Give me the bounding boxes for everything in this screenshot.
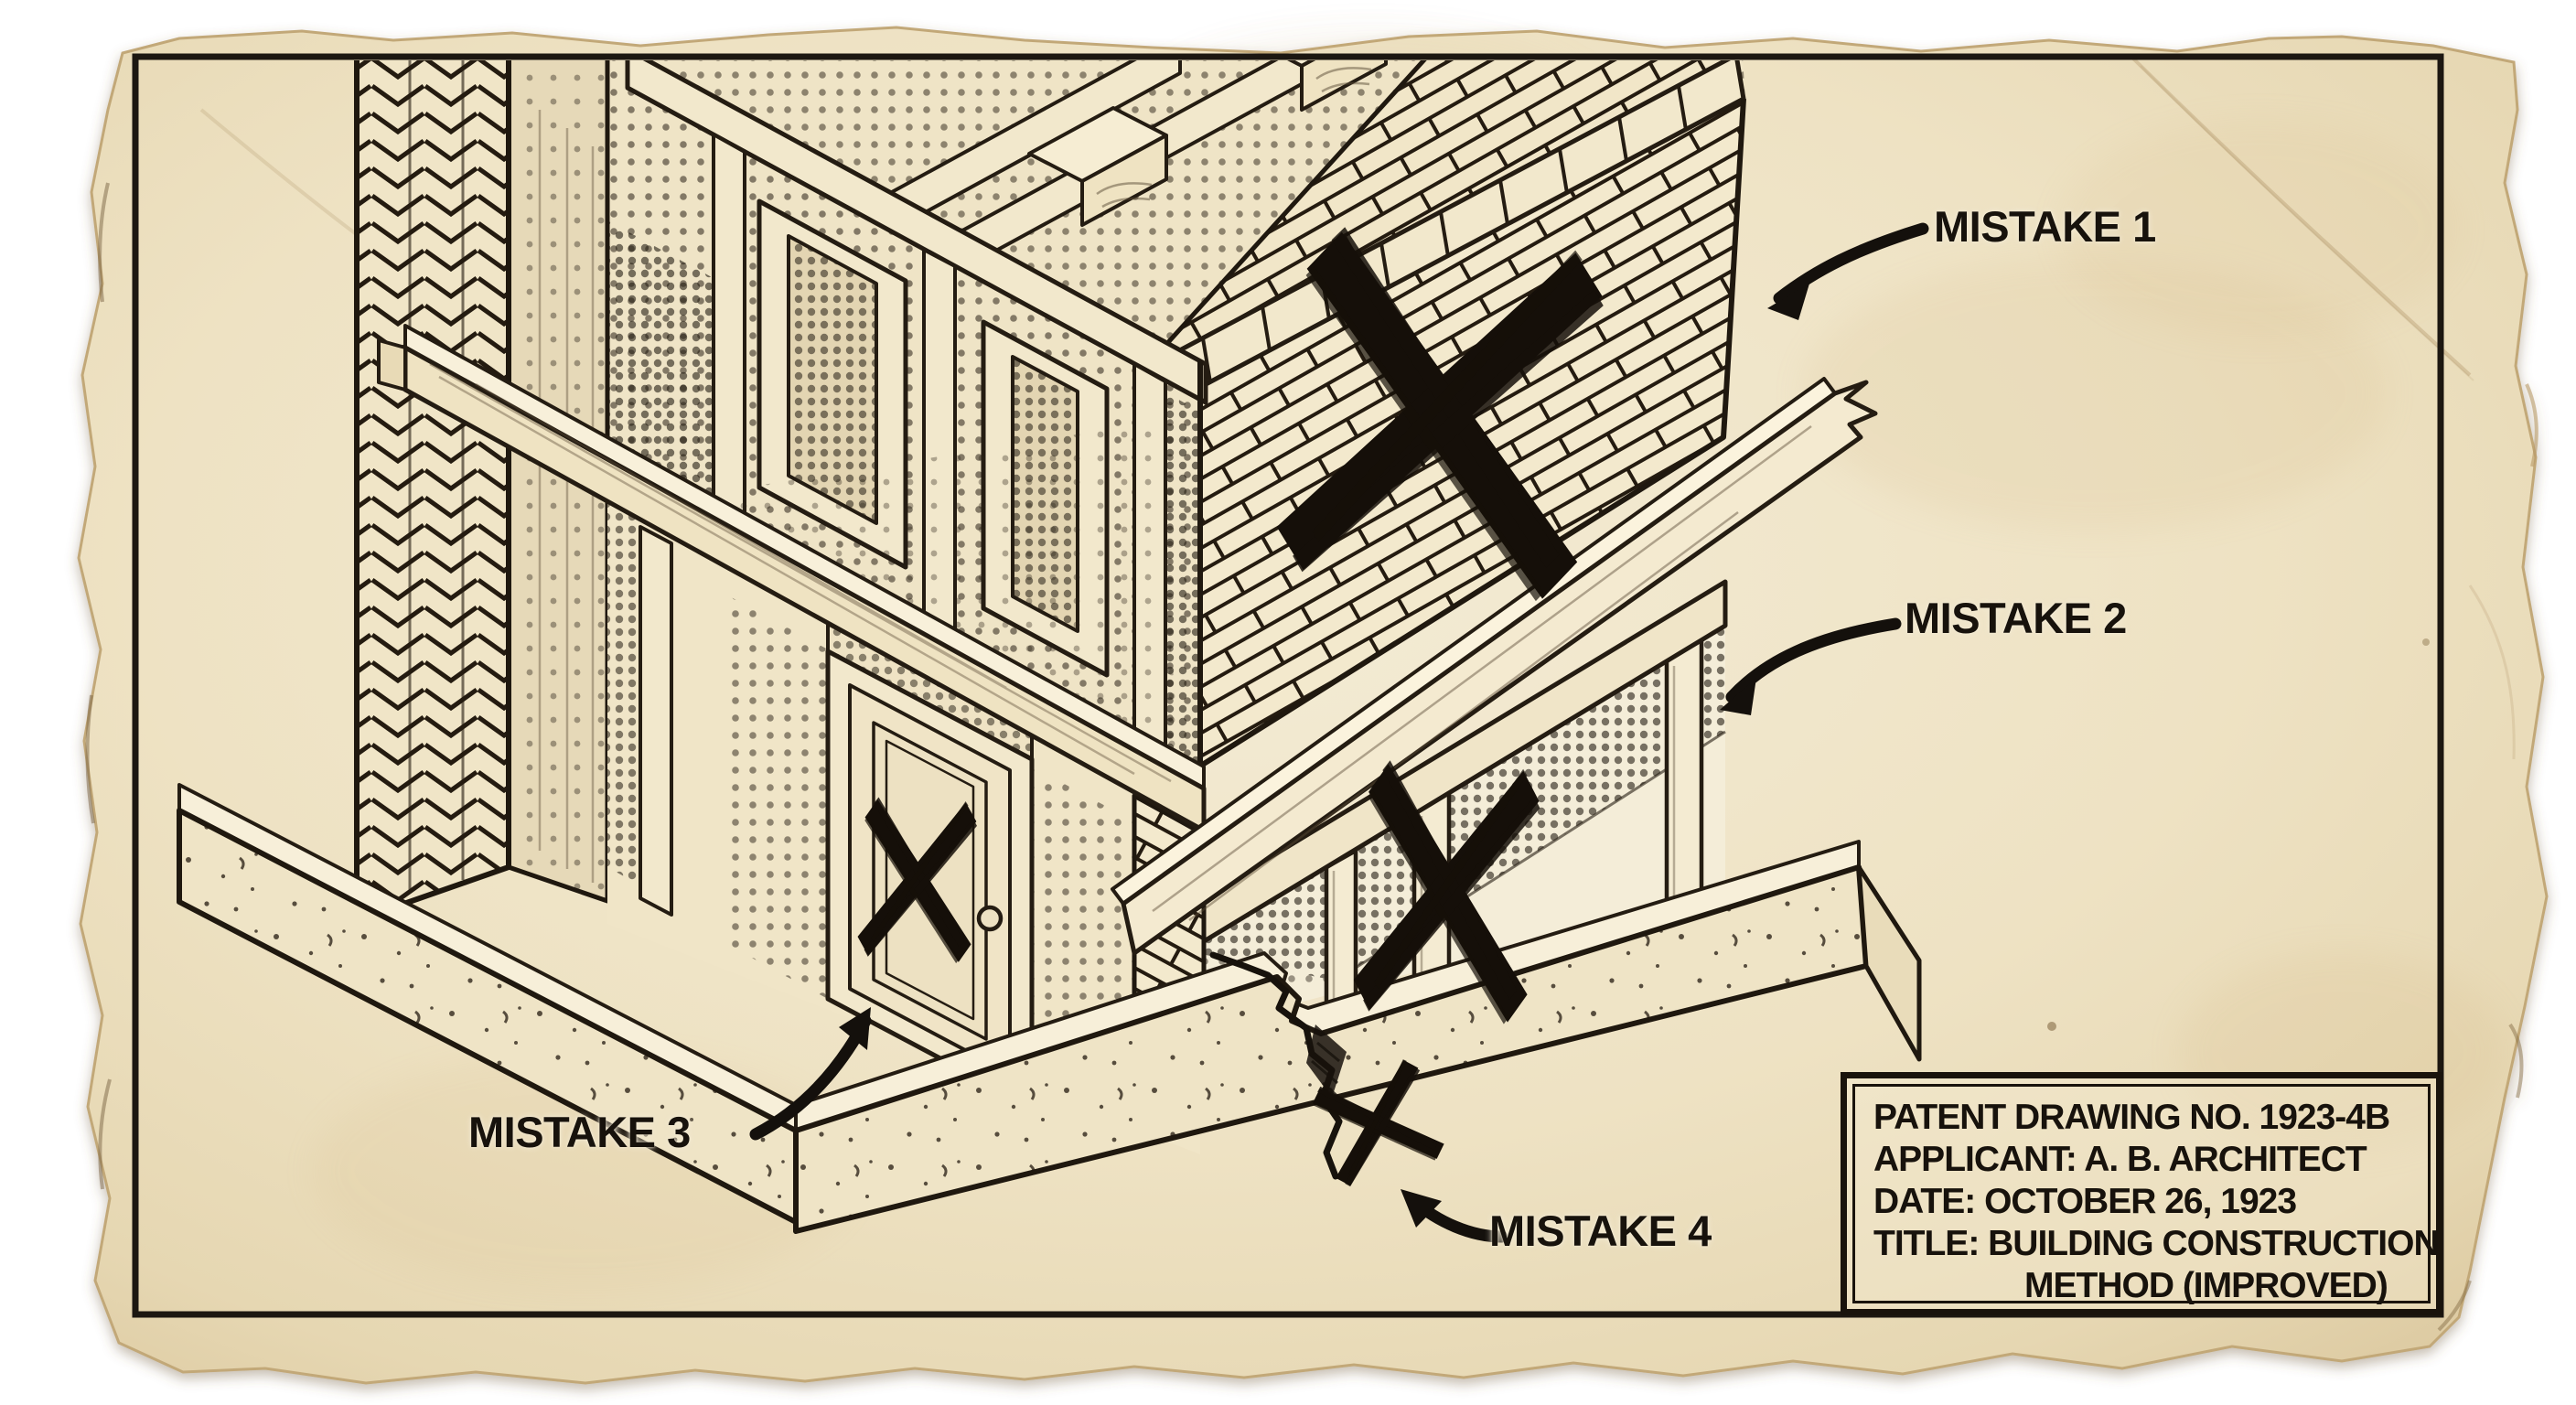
mistake-4-arrow-icon <box>1401 1189 1508 1243</box>
foundation-crack <box>1209 951 1347 1180</box>
window-opening-upper-left <box>757 198 908 570</box>
mistake-3-arrow-icon <box>749 1007 872 1141</box>
title-block: PATENT DRAWING NO. 1923-4B APPLICANT: A.… <box>1841 1072 2442 1315</box>
title-block-title-continued: METHOD (IMPROVED) <box>2024 1266 2388 1305</box>
foundation-slab <box>177 783 1922 1234</box>
mistake-1-arrow-icon <box>1767 222 1929 320</box>
mistake-3-label: MISTAKE 3 <box>468 1108 691 1156</box>
title-block-drawing-no: PATENT DRAWING NO. 1923-4B <box>1873 1098 2390 1137</box>
brick-pier <box>354 60 610 923</box>
title-block-inner-border: PATENT DRAWING NO. 1923-4B APPLICANT: A.… <box>1852 1084 2440 1305</box>
broken-beam <box>1111 377 1878 956</box>
girt-beam <box>377 324 1207 833</box>
mistake-1-label: MISTAKE 1 <box>1934 202 2156 251</box>
annotation-arrows <box>749 222 1929 1243</box>
drawing-frame-border <box>132 53 2444 1318</box>
title-block-applicant: APPLICANT: A. B. ARCHITECT <box>1873 1140 2367 1179</box>
door-knob-icon <box>976 905 1004 932</box>
title-block-date: DATE: OCTOBER 26, 1923 <box>1873 1182 2297 1221</box>
mistake-2-label: MISTAKE 2 <box>1905 594 2127 642</box>
torn-edge-fibers <box>85 182 2538 1332</box>
mistake-2-arrow-icon <box>1720 617 1902 715</box>
mistake-4-label: MISTAKE 4 <box>1489 1207 1712 1255</box>
building-illustration <box>177 60 1929 1243</box>
title-block-title: TITLE: BUILDING CONSTRUCTION <box>1873 1224 2440 1263</box>
second-floor-shading <box>677 423 1180 750</box>
